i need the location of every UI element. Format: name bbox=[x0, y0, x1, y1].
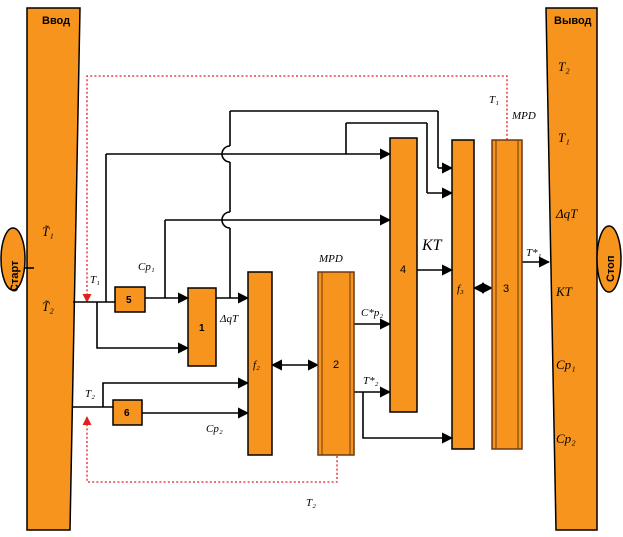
block-3-label: 3 bbox=[503, 283, 509, 295]
wire-dq-hop-low bbox=[221, 211, 231, 229]
block-3[interactable] bbox=[491, 139, 523, 450]
output-panel-title: Вывод bbox=[554, 15, 592, 27]
wire-dq-hop-high bbox=[221, 145, 231, 163]
output-label-dq: ΔqT bbox=[555, 206, 578, 221]
start-label: Старт bbox=[9, 260, 21, 292]
block-2[interactable] bbox=[317, 271, 355, 456]
block-f3[interactable] bbox=[451, 139, 475, 450]
block-1-label: 1 bbox=[199, 323, 205, 334]
signal-t1-star: T*₁ bbox=[526, 247, 542, 259]
output-label-t1: T₁ bbox=[558, 130, 570, 145]
stop-label: Стоп bbox=[605, 255, 617, 282]
signal-cp2: Cp₂ bbox=[206, 423, 223, 435]
signal-t2-in: T₂ bbox=[85, 388, 95, 400]
feedback-bottom bbox=[82, 416, 338, 483]
input-panel-title: Ввод bbox=[42, 15, 70, 27]
block-f2-label: f₂ bbox=[253, 359, 260, 371]
output-label-kt: KT bbox=[555, 284, 573, 299]
signal-kt: KT bbox=[421, 237, 443, 254]
wire-t1-down bbox=[96, 302, 190, 354]
stop-node[interactable] bbox=[596, 225, 622, 293]
output-panel bbox=[545, 7, 598, 531]
signal-dq: ΔqT bbox=[219, 313, 239, 325]
block-4-label: 4 bbox=[400, 264, 406, 276]
signal-mpd-mid: MPD bbox=[318, 253, 343, 265]
input-label-t1: T̃₁ bbox=[42, 224, 54, 239]
block-5[interactable] bbox=[114, 286, 146, 313]
output-label-cp1: Cp₁ bbox=[556, 357, 576, 372]
block-2-label: 2 bbox=[333, 359, 339, 371]
feedback-top bbox=[82, 75, 508, 303]
wire-b2-to-f3 bbox=[362, 392, 454, 444]
output-label-t2: T₂ bbox=[558, 59, 570, 74]
block-1[interactable] bbox=[187, 287, 217, 367]
signal-t2-star: T*₂ bbox=[363, 375, 379, 387]
block-6[interactable] bbox=[112, 399, 143, 426]
block-4[interactable] bbox=[389, 137, 418, 413]
wire-t2-to-f2 bbox=[102, 377, 250, 407]
signal-t2-bottom: T₂ bbox=[306, 497, 316, 509]
signal-cp2-star: C*p₂ bbox=[361, 307, 383, 319]
signal-t1-top: T₁ bbox=[489, 94, 499, 106]
block-f3-label: f₃ bbox=[457, 283, 464, 295]
start-node[interactable] bbox=[0, 227, 26, 291]
block-6-label: 6 bbox=[124, 408, 130, 419]
block-5-label: 5 bbox=[126, 295, 132, 306]
signal-cp1: Cp₁ bbox=[138, 261, 155, 273]
signal-mpd-top: MPD bbox=[511, 110, 536, 122]
signal-t1-in: T₁ bbox=[90, 274, 100, 286]
input-label-t2: T̃₂ bbox=[42, 299, 54, 314]
output-label-cp2: Cp₂ bbox=[556, 431, 576, 446]
input-panel bbox=[26, 7, 81, 531]
block-f2[interactable] bbox=[247, 271, 273, 456]
